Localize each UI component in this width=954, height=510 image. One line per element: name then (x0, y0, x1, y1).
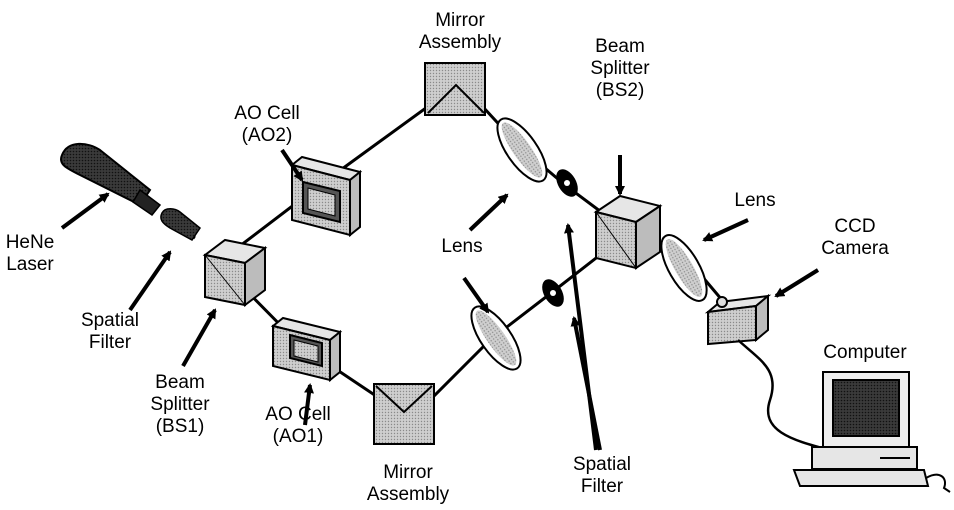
ao-cell-ao1 (270, 316, 343, 383)
spatial-filter-aperture-upper (556, 169, 578, 197)
lens-right (660, 234, 708, 302)
spatial-filter-aperture-lower (542, 279, 564, 307)
label-ao-cell-ao1: AO Cell(AO1) (265, 404, 331, 447)
arrow-lens-upper (468, 193, 509, 232)
label-lens-right: Lens (734, 190, 776, 211)
arrow-ccd-camera (774, 268, 820, 298)
hene-laser (60, 142, 162, 217)
spatial-filter-left (160, 208, 202, 241)
arrow-beam-splitter-bs1 (181, 308, 217, 367)
arrow-lens-right (702, 218, 749, 242)
label-computer: Computer (823, 342, 907, 363)
label-ao-cell-ao2: AO Cell(AO2) (234, 103, 300, 146)
ao-cell-ao2 (289, 155, 363, 238)
camera-cable (737, 339, 831, 452)
mirror-assembly-bottom (373, 383, 435, 445)
arrow-spatial-filter-lower (570, 316, 602, 451)
arrow-hene-laser (60, 192, 110, 230)
arrow-ao1 (303, 383, 314, 426)
pointer-arrows (60, 148, 820, 451)
arrow-ao2 (280, 148, 304, 182)
beam-splitter-bs1 (202, 238, 268, 307)
ccd-camera (704, 293, 772, 346)
arrow-spatial-filter-left (128, 250, 172, 312)
lens-lower (470, 305, 522, 371)
computer (792, 371, 951, 493)
arrow-lens-lower (462, 276, 490, 314)
mirror-assembly-top (424, 62, 486, 116)
lens-upper (496, 117, 548, 183)
label-lens-middle: Lens (441, 236, 483, 257)
beam-splitter-bs2 (593, 194, 663, 270)
